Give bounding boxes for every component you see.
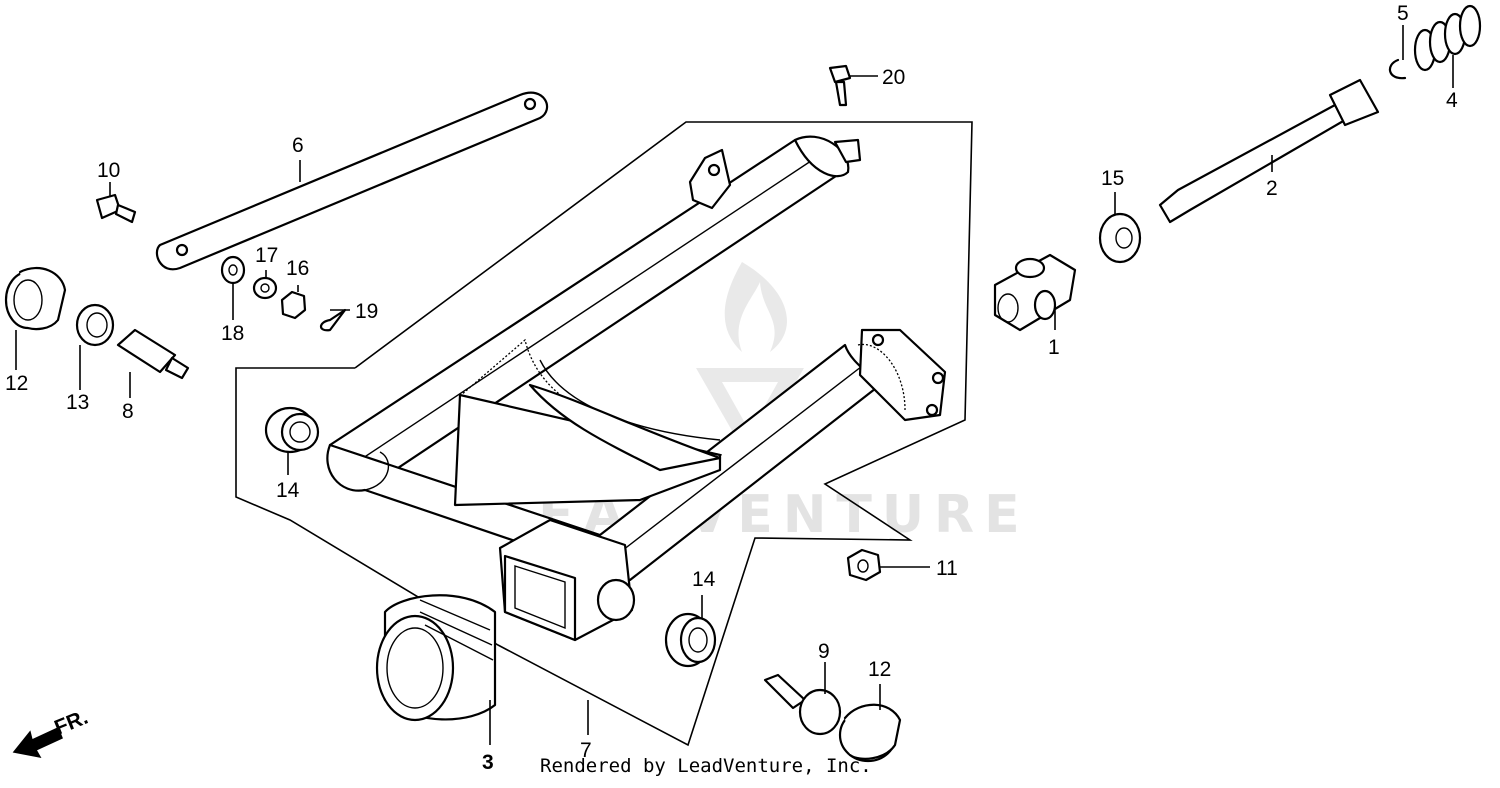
callout-5: 5	[1397, 2, 1409, 25]
part-14-bearing-right	[664, 612, 717, 668]
callout-12-left: 12	[5, 372, 28, 395]
callout-8: 8	[122, 400, 134, 423]
callout-4: 4	[1446, 89, 1458, 112]
part-2-drive-shaft	[1158, 78, 1380, 224]
callout-7: 7	[580, 739, 592, 762]
part-18-washer	[220, 255, 246, 285]
callout-14-left: 14	[276, 479, 300, 502]
callout-3: 3	[482, 751, 494, 774]
part-13-locknut	[75, 303, 115, 347]
callout-19: 19	[355, 300, 378, 323]
part-8-pivot-bolt	[116, 328, 190, 380]
part-6-stay-bar	[155, 91, 549, 271]
callout-9: 9	[818, 640, 830, 663]
callout-10: 10	[97, 159, 120, 182]
part-19-cotter-pin	[319, 308, 347, 332]
callout-2: 2	[1266, 177, 1278, 200]
swingarm-body	[326, 135, 947, 642]
leader-lines	[15, 25, 1454, 745]
arrow-icon	[12, 726, 63, 759]
part-12-cap-left	[4, 267, 67, 331]
callout-6: 6	[292, 134, 304, 157]
callout-12-right: 12	[868, 658, 891, 681]
part-1-universal-joint	[993, 253, 1077, 332]
part-14-bearing-left	[264, 406, 320, 454]
part-10-bolt	[95, 193, 137, 224]
callout-1: 1	[1048, 336, 1060, 359]
assembly-outline	[235, 121, 973, 747]
part-17-washer	[252, 276, 278, 300]
part-12-cap-right	[838, 703, 902, 763]
part-15-bearing	[1098, 212, 1142, 264]
part-9-bolt	[763, 673, 842, 736]
callout-14-right: 14	[692, 568, 716, 591]
callout-17: 17	[255, 244, 278, 267]
callout-15: 15	[1101, 167, 1124, 190]
part-3-boot	[375, 594, 497, 722]
callout-18: 18	[221, 322, 244, 345]
part-5-circlip	[1388, 58, 1407, 80]
callout-16: 16	[286, 257, 309, 280]
part-11-nut	[846, 548, 882, 582]
front-direction-arrow: FR.	[12, 706, 91, 759]
credit-text: Rendered by LeadVenture, Inc.	[540, 755, 872, 777]
callout-13: 13	[66, 391, 89, 414]
part-4-spring	[1413, 4, 1482, 72]
callout-11: 11	[936, 557, 958, 580]
callout-20: 20	[882, 66, 905, 89]
front-indicator-label: FR.	[51, 706, 91, 740]
part-20-bolt	[828, 64, 852, 107]
part-16-nut	[280, 290, 307, 320]
